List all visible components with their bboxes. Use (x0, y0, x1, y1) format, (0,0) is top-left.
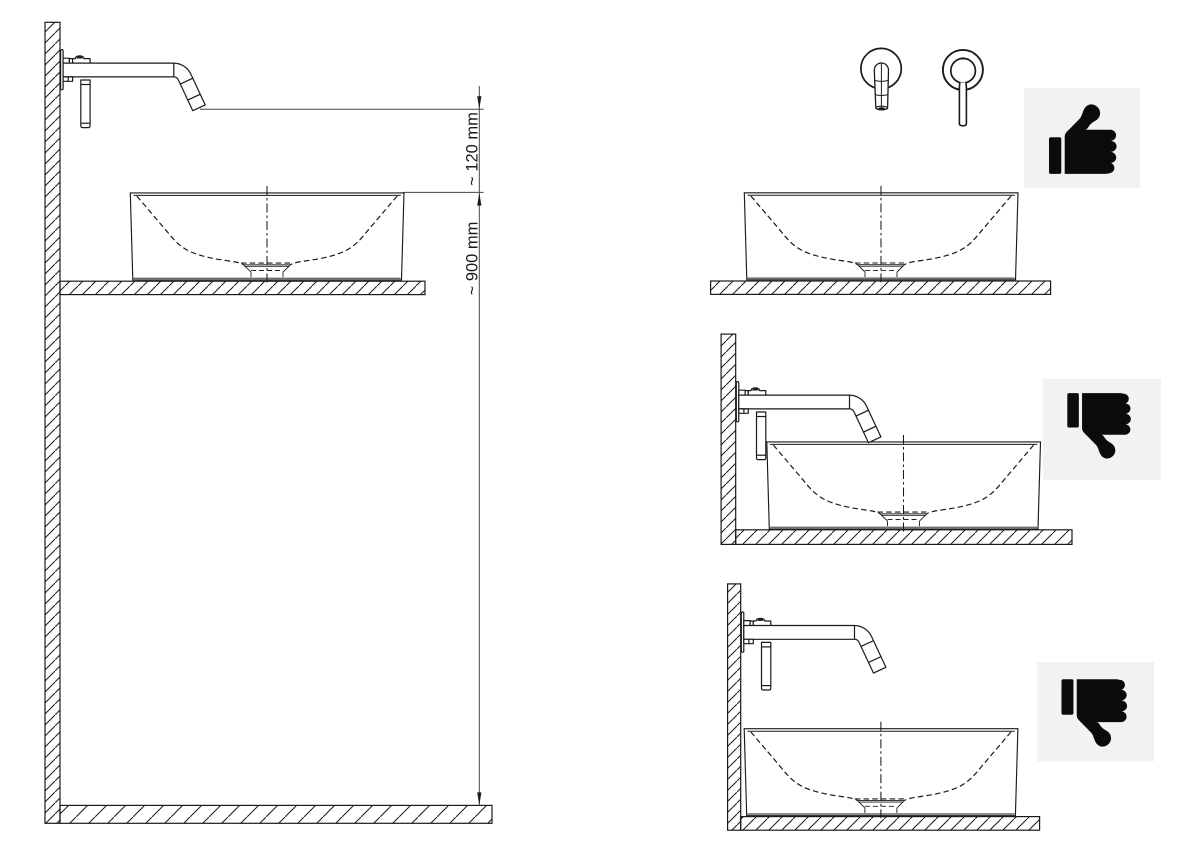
svg-text:~ 900 mm: ~ 900 mm (463, 222, 481, 296)
svg-text:~ 120 mm: ~ 120 mm (463, 112, 481, 186)
